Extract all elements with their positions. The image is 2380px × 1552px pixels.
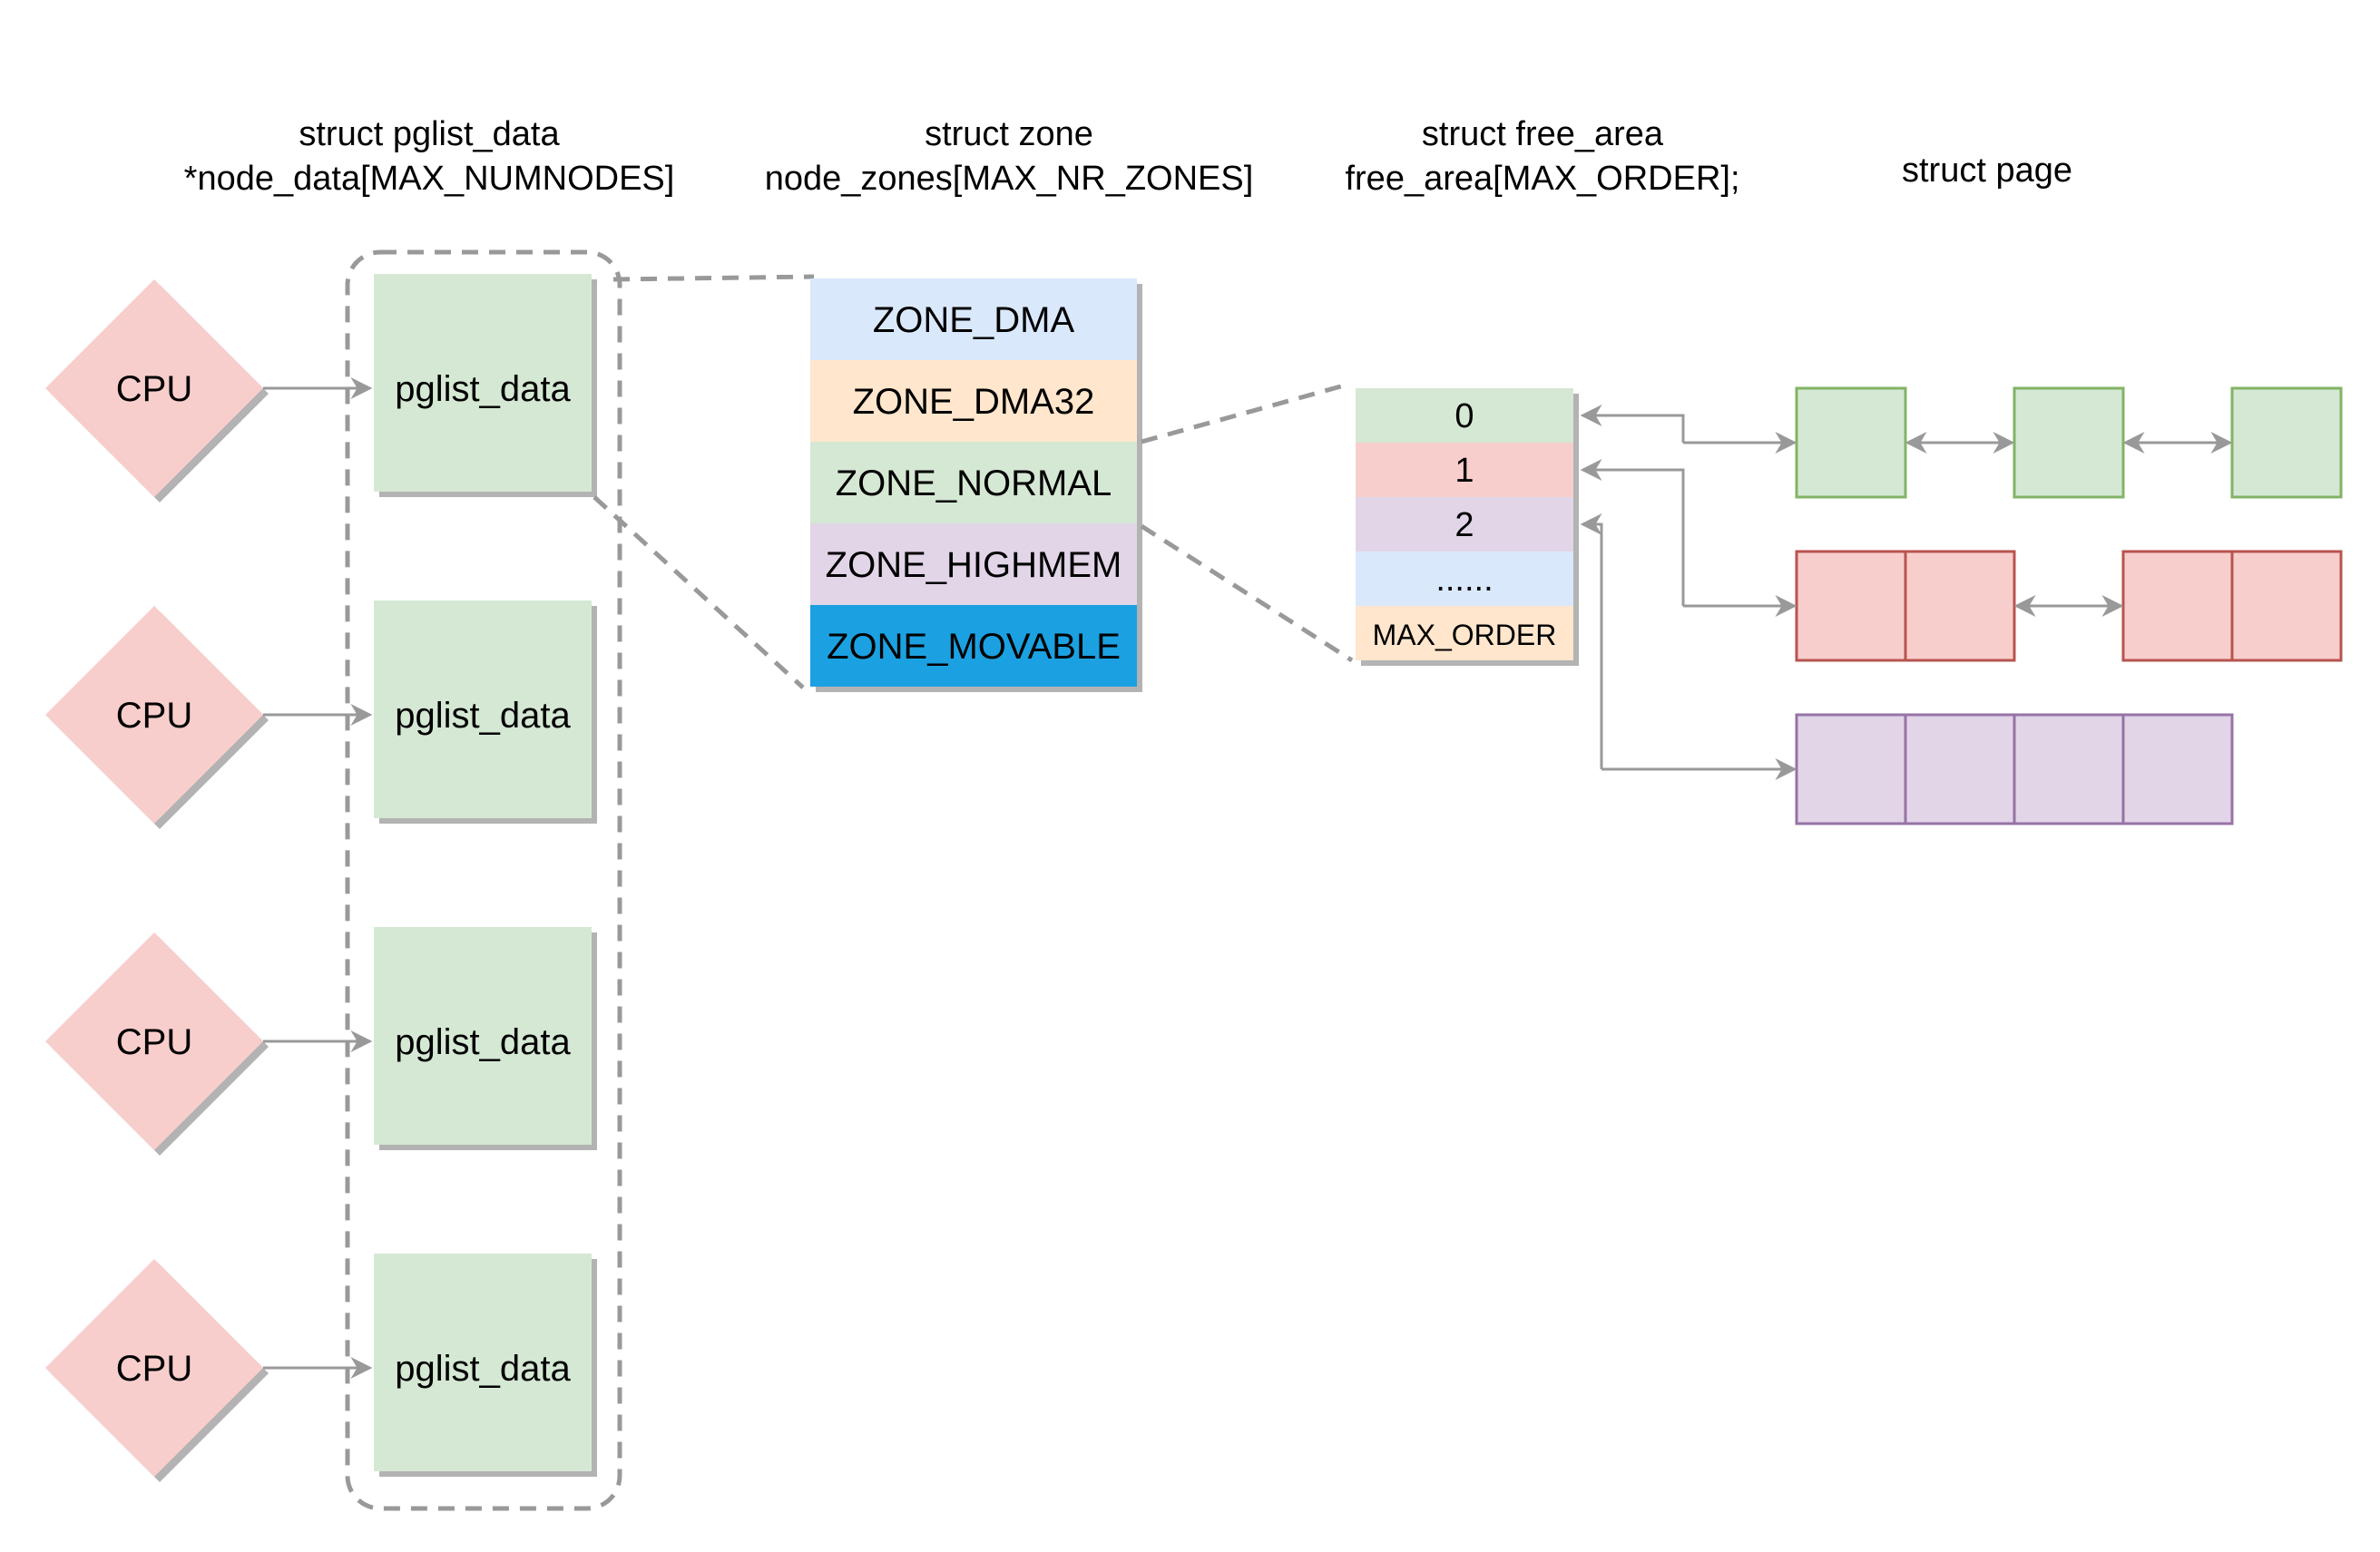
zone-cell <box>810 278 1137 360</box>
header-free-area-line1: struct free_area <box>1422 115 1664 153</box>
zone-label: ZONE_HIGHMEM <box>826 545 1122 585</box>
page-block-order1-2a <box>2121 550 2234 662</box>
header-pglist-line1: struct pglist_data <box>299 115 560 153</box>
page-block-order0-3 <box>2230 386 2343 499</box>
page-block-order2-c <box>2013 713 2125 825</box>
pglist-label: pglist_data <box>395 1022 571 1062</box>
page-block-order1-2b <box>2230 550 2343 662</box>
zone-label: ZONE_MOVABLE <box>827 627 1121 667</box>
connector-order0 <box>1580 405 1685 443</box>
cpu-label: CPU <box>116 696 192 736</box>
free-area-cell <box>1356 497 1573 551</box>
zone-cell <box>810 442 1137 523</box>
free-area-cell <box>1356 388 1573 443</box>
pglist-label: pglist_data <box>395 369 571 409</box>
header-zone-line1: struct zone <box>925 115 1093 153</box>
free-area-label: MAX_ORDER <box>1373 619 1557 651</box>
page-block-order0-1 <box>1795 386 1907 499</box>
zone-label: ZONE_NORMAL <box>836 464 1112 503</box>
zoom-line-top <box>612 274 815 282</box>
zone-label: ZONE_DMA <box>873 300 1075 340</box>
zoom-line-zone-bottom <box>1140 523 1354 663</box>
zone-cell <box>810 360 1137 442</box>
free-area-array: 0 1 2...... MAX_ORDER <box>1356 388 1579 666</box>
zone-cell <box>810 523 1137 605</box>
page-block-order0-2 <box>2013 386 2125 499</box>
cpu-label: CPU <box>116 1349 192 1389</box>
cpu-diamond <box>45 279 263 497</box>
cpu-label: CPU <box>116 369 192 409</box>
page-links <box>1905 432 2233 617</box>
zone-cell <box>810 605 1137 687</box>
page-block-order2-b <box>1904 713 2016 825</box>
zone-label: ZONE_DMA32 <box>853 382 1095 422</box>
node-data-array-container <box>345 249 622 1511</box>
node-4: CPU pglist_data <box>45 1254 597 1482</box>
free-area-cell <box>1356 443 1573 497</box>
header-page-line1: struct page <box>1902 151 2072 190</box>
connector-order2 <box>1580 513 1603 769</box>
page-block-order2-a <box>1795 713 1907 825</box>
pglist-box <box>374 274 592 492</box>
free-area-connectors <box>1580 405 1797 780</box>
node-1: CPU pglist_data <box>45 274 597 503</box>
free-area-label: 2 <box>1454 506 1474 544</box>
header-free-area: struct free_area free_area[MAX_ORDER]; <box>1345 115 1739 198</box>
pglist-box <box>374 1254 592 1471</box>
page-block-order1-1b <box>1904 550 2016 662</box>
pglist-label: pglist_data <box>395 696 571 736</box>
pglist-box <box>374 927 592 1145</box>
node-3: CPU pglist_data <box>45 927 597 1156</box>
header-free-area-line2: free_area[MAX_ORDER]; <box>1345 160 1739 198</box>
pglist-box <box>374 600 592 818</box>
free-area-label: ...... <box>1435 561 1493 599</box>
header-pglist-line2: *node_data[MAX_NUMNODES] <box>184 160 675 198</box>
free-area-label: 0 <box>1454 397 1474 435</box>
cpu-diamond <box>45 932 263 1150</box>
node-2: CPU pglist_data <box>45 600 597 829</box>
cpu-diamond <box>45 1259 263 1477</box>
connector-order1 <box>1580 459 1685 606</box>
pglist-label: pglist_data <box>395 1349 571 1389</box>
cpu-diamond <box>45 606 263 824</box>
page-block-order2-d <box>2121 713 2234 825</box>
zoom-line-bottom <box>593 495 805 689</box>
header-zone: struct zone node_zones[MAX_NR_ZONES] <box>765 115 1254 198</box>
page-lists <box>1795 386 2343 825</box>
free-area-cell <box>1356 606 1573 660</box>
header-page: struct page <box>1902 151 2072 190</box>
zoom-line-zone-top <box>1141 382 1348 444</box>
free-area-cell <box>1356 551 1573 606</box>
cpu-label: CPU <box>116 1022 192 1062</box>
header-pglist: struct pglist_data *node_data[MAX_NUMNOD… <box>184 115 675 198</box>
header-zone-line2: node_zones[MAX_NR_ZONES] <box>765 160 1254 198</box>
free-area-label: 1 <box>1454 452 1474 490</box>
page-block-order1-1a <box>1795 550 1907 662</box>
